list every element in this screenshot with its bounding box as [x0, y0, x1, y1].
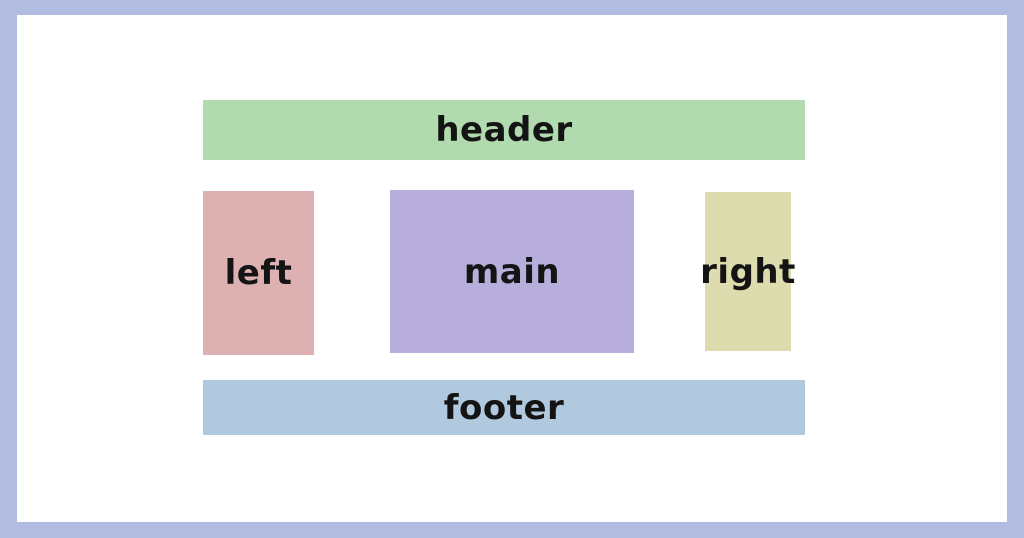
main-content-region: main — [390, 190, 634, 353]
footer-region: footer — [203, 380, 805, 435]
left-sidebar-region-label: left — [224, 253, 293, 293]
header-region-label: header — [435, 110, 573, 150]
right-sidebar-region: right — [700, 192, 795, 351]
main-content-region-label: main — [463, 251, 561, 292]
footer-region-label: footer — [443, 387, 565, 428]
right-sidebar-region-label: right — [700, 251, 796, 292]
left-sidebar-region: left — [203, 191, 314, 355]
header-region: header — [203, 100, 805, 160]
